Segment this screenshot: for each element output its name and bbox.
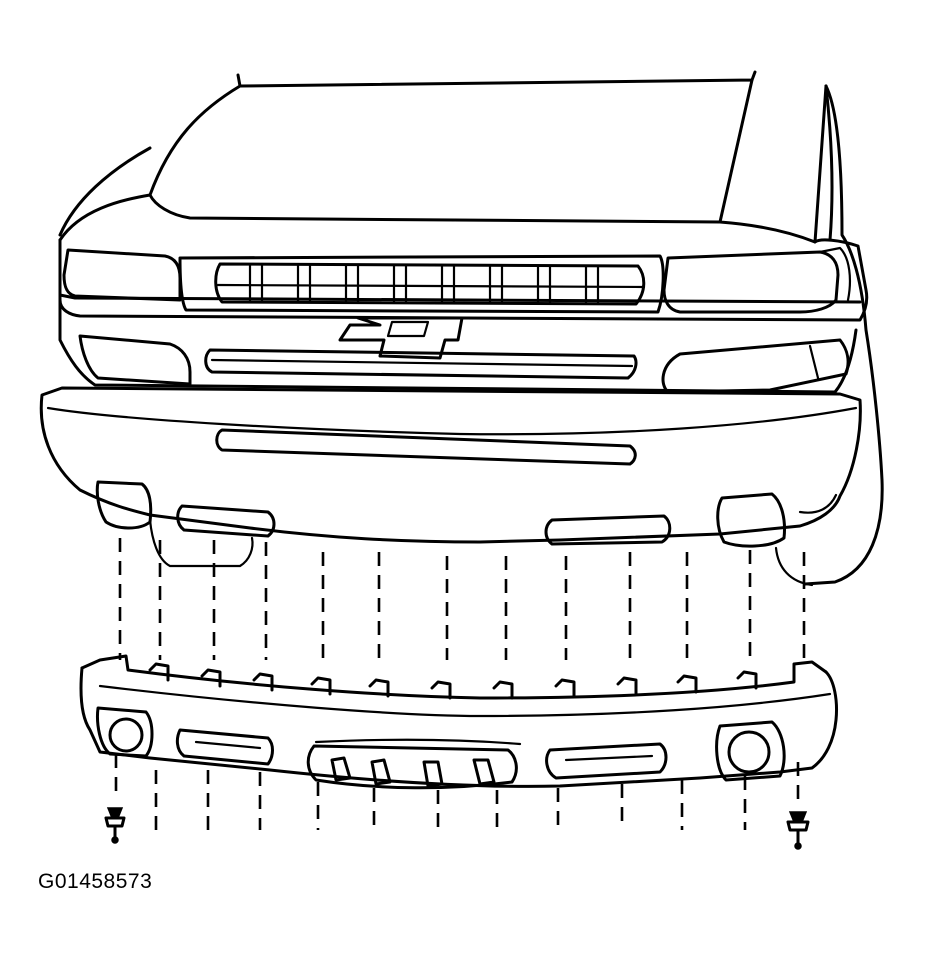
left-fog-lamp	[108, 717, 144, 753]
bumper-center-slot	[215, 428, 637, 466]
left-fog-opening	[95, 480, 153, 530]
center-grille-slot	[204, 348, 638, 380]
alignment-lines	[114, 538, 806, 830]
right-fog-lamp	[727, 730, 771, 774]
right-headlamp	[662, 250, 840, 314]
lower-air-deflector	[79, 654, 838, 790]
grille-surround	[178, 254, 665, 314]
hood	[148, 78, 828, 244]
left-headlamp	[62, 248, 182, 302]
right-fog-opening	[716, 492, 786, 548]
left-park-lamp	[78, 334, 192, 386]
bumper-fascia	[39, 386, 862, 544]
grille	[214, 262, 646, 306]
vehicle-front	[39, 70, 884, 587]
bowtie-emblem	[338, 316, 464, 360]
right-push-pin-fastener	[786, 811, 810, 850]
right-fender	[803, 84, 884, 586]
skid-panel	[306, 744, 518, 790]
figure-id-label: G01458573	[38, 870, 153, 893]
right-park-lamp	[661, 338, 850, 394]
left-push-pin-fastener	[104, 807, 126, 844]
